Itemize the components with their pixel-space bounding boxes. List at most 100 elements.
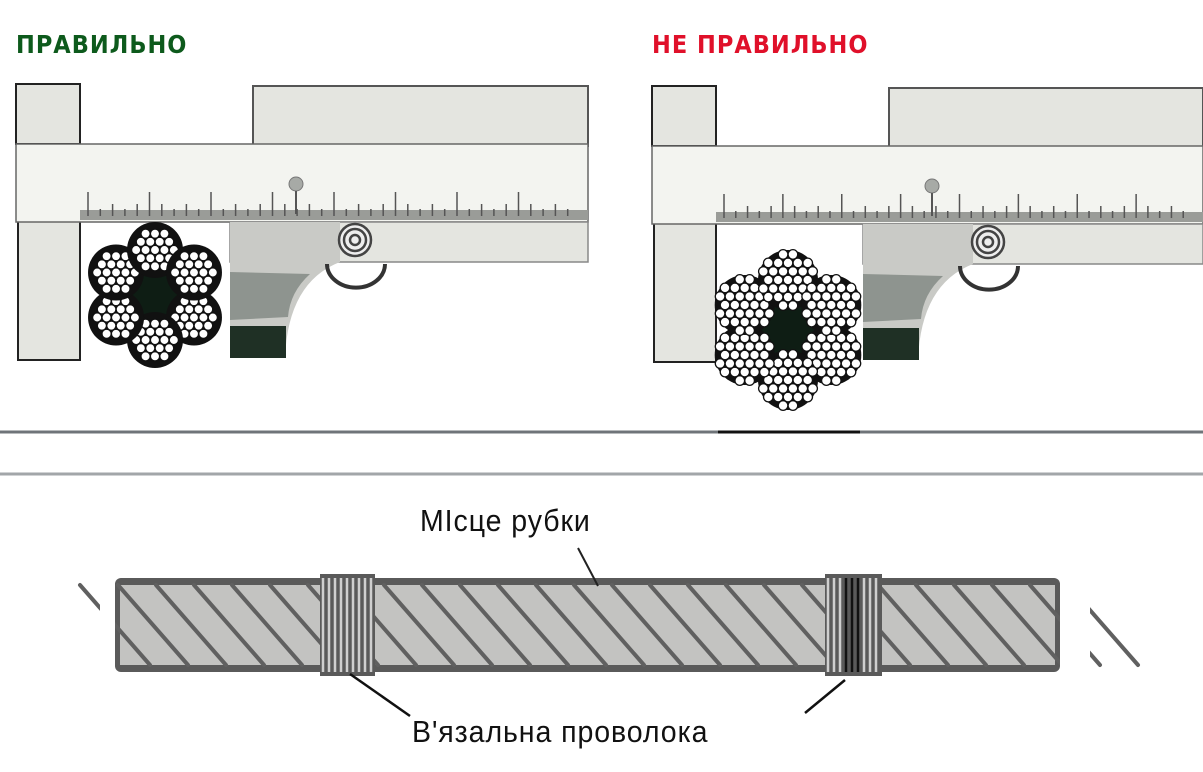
- wire-strand: [749, 366, 760, 378]
- sliding-jaw-shade: [863, 274, 943, 322]
- wire-strand: [802, 391, 814, 403]
- wire-leader-line-right: [804, 679, 846, 714]
- depth-block: [252, 85, 589, 147]
- wire-strand: [835, 316, 847, 328]
- sliding-jaw-shade: [230, 272, 310, 320]
- wire-strand: [792, 291, 804, 303]
- sliding-jaw-tip: [230, 326, 286, 358]
- wire-strand: [179, 283, 190, 295]
- fixed-jaw-bottom: [17, 219, 81, 361]
- mask: [100, 570, 115, 680]
- wire-strand: [159, 351, 170, 362]
- wire-strand: [787, 400, 799, 412]
- thumb-wheel-rim: [958, 265, 1020, 292]
- wire-strand: [744, 375, 756, 387]
- wire-strand: [758, 332, 770, 344]
- caliper-correct: [15, 83, 589, 361]
- wire-strand: [101, 328, 112, 340]
- wire-strand: [202, 320, 214, 331]
- adjust-wheel-icon: [342, 227, 368, 253]
- cut-location-label: МІсце рубки: [420, 503, 591, 538]
- wire-strand: [787, 248, 799, 260]
- fixed-jaw-bottom: [653, 221, 717, 363]
- rope-lay-line: [534, 583, 608, 667]
- wire-strand: [149, 261, 161, 272]
- wire-strand: [758, 349, 770, 361]
- thumb-wheel-rim: [325, 263, 387, 290]
- wire-strand: [806, 316, 818, 328]
- wire-strand: [835, 366, 847, 378]
- rope-lay-line: [116, 583, 190, 667]
- fixed-jaw-top: [651, 85, 717, 147]
- wire-strand: [198, 250, 209, 262]
- wire-strand: [845, 349, 857, 361]
- wire-strand: [202, 259, 214, 270]
- rope-lay-line: [154, 583, 228, 667]
- wire-strand: [749, 316, 760, 328]
- adjust-wheel-icon: [348, 233, 362, 247]
- rope-cross-section-incorrect: [714, 248, 862, 412]
- correct-label: ПРАВИЛЬНО: [16, 30, 188, 59]
- wire-strand: [744, 325, 756, 337]
- wire-strand: [845, 282, 857, 294]
- wire-strand: [140, 351, 151, 362]
- mask: [1060, 570, 1090, 680]
- wire-strand: [762, 291, 774, 303]
- wire-strand: [202, 275, 214, 286]
- rope-lay-line: [572, 583, 646, 667]
- wire-strand: [830, 375, 842, 387]
- wire-strand: [845, 316, 857, 328]
- rope-lay-line: [952, 583, 1026, 667]
- wire-strand: [744, 273, 756, 285]
- caliper-incorrect: [651, 85, 1203, 363]
- wire-strand: [110, 283, 122, 295]
- wire-strand: [188, 283, 200, 295]
- wire-strand: [207, 267, 219, 278]
- wire-strand: [807, 383, 819, 394]
- wire-strand: [159, 228, 170, 239]
- rope-lay-line: [762, 583, 836, 667]
- wire-strand: [802, 357, 814, 369]
- wire-strand: [758, 366, 770, 378]
- wire-strand: [110, 328, 122, 340]
- adjust-wheel-icon: [981, 235, 995, 249]
- wire-strand: [763, 308, 775, 319]
- wire-strand: [787, 300, 799, 312]
- rope-lay-line: [914, 583, 988, 667]
- wire-strand: [188, 328, 200, 340]
- rope-lay-line: [876, 583, 950, 667]
- sliding-jaw-tip: [863, 328, 919, 360]
- fixed-jaw-top: [15, 83, 81, 145]
- adjust-wheel-icon: [975, 229, 1001, 255]
- depth-block: [888, 87, 1203, 149]
- wire-strand: [124, 304, 136, 315]
- wire-strand: [140, 261, 151, 272]
- wire-strand: [207, 312, 219, 323]
- wire-strand: [845, 332, 857, 344]
- wire-strand: [719, 366, 731, 378]
- wire-strand: [124, 320, 136, 331]
- wire-strand: [830, 273, 842, 285]
- wire-strand: [120, 283, 131, 295]
- wire-strand: [807, 366, 819, 377]
- steel-rope-side-view: [78, 570, 1140, 680]
- binding-wire-label: В'язальна проволока: [412, 714, 709, 749]
- rope-lay-line: [458, 583, 532, 667]
- wire-strand: [845, 299, 857, 311]
- rope-lay-line: [990, 583, 1064, 667]
- wire-strand: [758, 316, 770, 328]
- wire-strand: [198, 283, 209, 295]
- wire-strand: [802, 374, 814, 386]
- rope-lay-line: [724, 583, 798, 667]
- wire-strand: [202, 304, 214, 315]
- wire-leader-line-left: [349, 672, 411, 718]
- rope-lay-line: [382, 583, 456, 667]
- lock-screw-icon: [288, 176, 304, 192]
- rope-lay-line: [230, 583, 304, 667]
- wire-strand: [787, 348, 799, 360]
- wire-strand: [807, 266, 819, 277]
- wire-strand: [168, 334, 180, 346]
- wire-strand: [163, 342, 175, 354]
- rope-lay-line: [648, 583, 722, 667]
